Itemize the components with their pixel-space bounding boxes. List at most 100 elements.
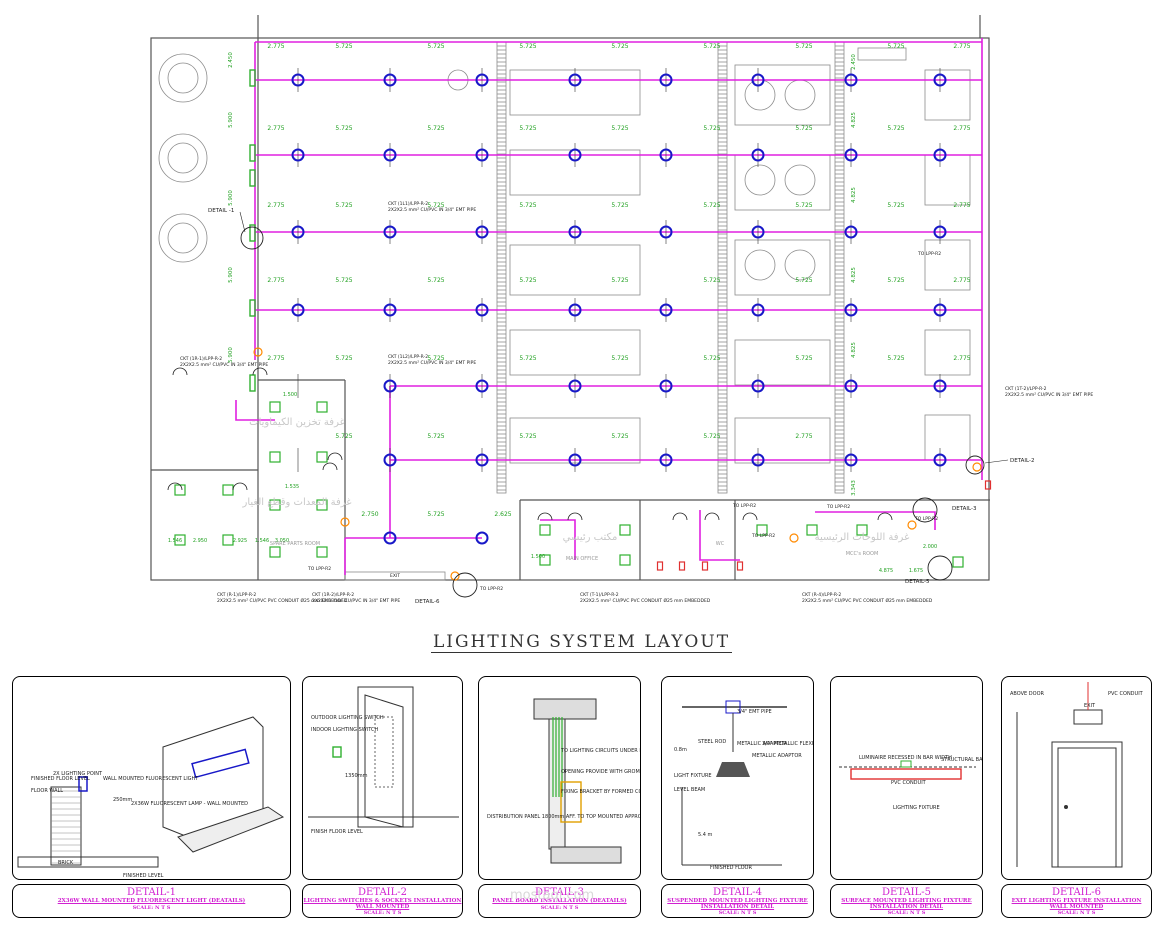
detail-note: PVC CONDUIT xyxy=(891,780,926,786)
dimension-text: 2.775 xyxy=(953,43,970,50)
surface-mounted-fixture xyxy=(806,524,818,536)
detail-note: METALLIC ADAPTOR xyxy=(752,753,802,759)
door-knob xyxy=(1064,805,1068,809)
pump-circle xyxy=(744,164,776,196)
pendant-fixtures xyxy=(291,73,947,545)
dimension-text: 5.725 xyxy=(335,202,352,209)
door-swing xyxy=(704,512,720,521)
dimension-text: 5.725 xyxy=(703,202,720,209)
distribution-panel xyxy=(560,781,582,823)
dimension-text: 3.050 xyxy=(275,538,289,544)
pendant-light-fixture xyxy=(291,148,305,162)
grid-ticks xyxy=(297,68,941,472)
room-label-arabic: غرفة المعدات وقطع الغيار xyxy=(242,497,352,508)
door-swing xyxy=(877,512,893,521)
door-swing xyxy=(252,367,268,376)
detail-callout-circle xyxy=(927,555,953,581)
pendant-light-fixture xyxy=(291,303,305,317)
pendant-light-fixture xyxy=(751,379,765,393)
dimension-text: 2.775 xyxy=(953,125,970,132)
exit-sign xyxy=(678,561,686,571)
dimension-text: 5.725 xyxy=(611,202,628,209)
floor-slab xyxy=(17,856,159,868)
detail-drawing-2 xyxy=(308,686,459,828)
lighting-floor-plan: 2.775 5.725 5.725 5.725 5.725 5.725 5.725 5.725… xyxy=(150,15,1093,605)
detail-note: LIGHTING FIXTURE xyxy=(893,805,940,811)
detail-callout-label: DETAIL-3 xyxy=(952,506,977,512)
pendant-light-fixture xyxy=(659,225,673,239)
detail-note: DISTRIBUTION PANEL 1800mm AFF. TO TOP MO… xyxy=(487,814,640,820)
dimension-text: 5.725 xyxy=(427,433,444,440)
detail-note: LEVEL BEAM xyxy=(674,787,706,793)
room-label: SPARE PARTS ROOM xyxy=(270,541,320,547)
detail-note: 3/4" EMT PIPE xyxy=(737,709,772,715)
pendant-light-fixture xyxy=(383,303,397,317)
dimension-text: 5.725 xyxy=(611,433,628,440)
detail-note: OPENING PROVIDE WITH GROMMET xyxy=(561,769,640,775)
dimension-text: 2.625 xyxy=(494,511,511,518)
dimension-text: 2.000 xyxy=(923,544,937,550)
circuit-note-line1: CKT (1R-2)/LPP-R-2 xyxy=(312,592,354,598)
detail-note: 0.8m xyxy=(674,747,687,753)
to-lpp-label: TO LPP-R2 xyxy=(732,503,756,509)
equipment-block xyxy=(734,417,831,464)
pendant-light-fixture xyxy=(568,148,582,162)
dimension-text: 2.775 xyxy=(267,125,284,132)
surface-mounted-fixture xyxy=(269,546,281,558)
door-leaf xyxy=(364,694,404,828)
pendant-light-fixture xyxy=(475,148,489,162)
circuit-note-line2: 2X2X2.5 mm² CU/PVC PVC CONDUIT Ø25 mm EM… xyxy=(580,597,711,604)
circuit-chem-store xyxy=(235,400,275,421)
detail-note: 3/4" METALLIC FLEXIBLE xyxy=(762,741,814,747)
surface-mounted-fixture xyxy=(269,401,281,413)
pendant-light-fixture xyxy=(475,303,489,317)
wall-mounted-fluorescent xyxy=(249,224,256,242)
dimension-text: 5.900 xyxy=(228,267,234,283)
pendant-light-fixture xyxy=(844,73,858,87)
surface-mounted-fixture xyxy=(539,524,551,536)
dimension-text: 5.725 xyxy=(887,202,904,209)
dimension-text: 5.725 xyxy=(795,355,812,362)
surface-mounted-fixture xyxy=(222,534,234,546)
room-label-arabic: غرفة تخزين الكيماويات xyxy=(249,417,345,428)
pendant-light-fixture xyxy=(291,73,305,87)
detail-note: TO LIGHTING CIRCUITS UNDER PVC CONDUIT xyxy=(561,748,640,754)
detail-caption-scale: SCALE: N T S xyxy=(887,910,926,916)
surface-mounted-fixture xyxy=(222,484,234,496)
circuit-note-line2: 2X2X2.5 mm² CU/PVC IN 3/4" EMT PIPE xyxy=(388,207,476,213)
dimension-labels: 2.775 5.725 5.725 5.725 5.725 5.725 5.725 5.725… xyxy=(168,43,971,574)
to-lpp-label: TO LPP-R2 xyxy=(917,251,941,257)
pendant-light-fixture xyxy=(475,379,489,393)
pendant-light-fixture xyxy=(933,453,947,467)
equipment-block xyxy=(734,339,831,386)
exit-label: EXIT xyxy=(390,573,400,579)
pendant-light-fixture xyxy=(383,379,397,393)
dimension-text: 2.775 xyxy=(953,355,970,362)
dimension-text: 5.900 xyxy=(228,347,234,363)
door-swing xyxy=(742,512,758,521)
circuit-note-line1: CKT (R-1)/LPP-R-2 xyxy=(217,592,256,598)
pendant-light-fixture xyxy=(933,303,947,317)
wall-mounted-fluorescent xyxy=(249,144,256,162)
callout-leader xyxy=(239,211,246,233)
pendant-light-fixture xyxy=(568,225,582,239)
wall-mounted-fluorescent xyxy=(249,299,256,317)
dimension-text: 1.535 xyxy=(285,484,299,490)
circuit-note-line1: CKT (R-4)/LPP-R-2 xyxy=(802,592,841,598)
detail-note: STEEL ROD xyxy=(698,739,727,745)
tank-inner xyxy=(167,142,199,174)
detail-caption-subtitle: LIGHTING SWITCHES & SOCKETS INSTALLATION… xyxy=(303,898,462,910)
equipment-block xyxy=(924,154,971,206)
dimension-text: 5.725 xyxy=(427,43,444,50)
wall-fluorescent-fixtures xyxy=(249,69,256,392)
pendant-light-fixture xyxy=(659,453,673,467)
circuit-mcc xyxy=(815,511,936,530)
door-swing xyxy=(672,512,688,521)
tank-circle xyxy=(158,213,208,263)
dimension-text: 5.725 xyxy=(703,125,720,132)
pendant-light-fixture xyxy=(383,531,397,545)
circuit-note-line2: 2X2X2.5 mm² CU/PVC IN 3/4" EMT PIPE xyxy=(180,362,268,368)
pendant-light-fixture xyxy=(844,148,858,162)
dimension-text: 2.775 xyxy=(267,43,284,50)
